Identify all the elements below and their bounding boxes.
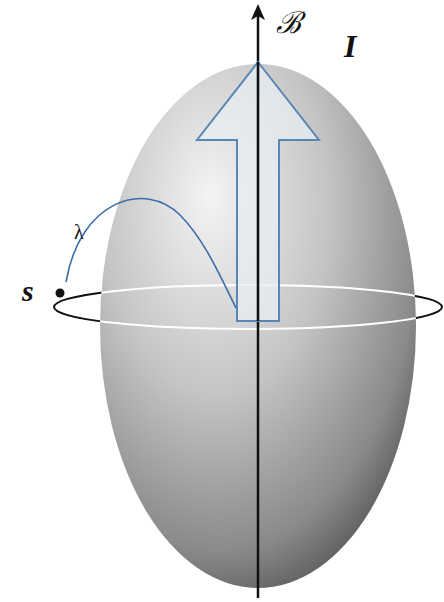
nuclear-spin-label: I	[344, 30, 356, 62]
field-label: ℬ	[276, 8, 301, 38]
field-axis-over	[257, 62, 260, 321]
coupling-label: λ	[74, 222, 84, 242]
axis-arrowhead	[251, 4, 265, 20]
electron-dot	[56, 289, 65, 298]
electron-spin-label: s	[22, 276, 34, 306]
spin-arrow	[197, 62, 319, 321]
coupling-arc	[66, 199, 236, 308]
field-axis	[257, 14, 260, 598]
